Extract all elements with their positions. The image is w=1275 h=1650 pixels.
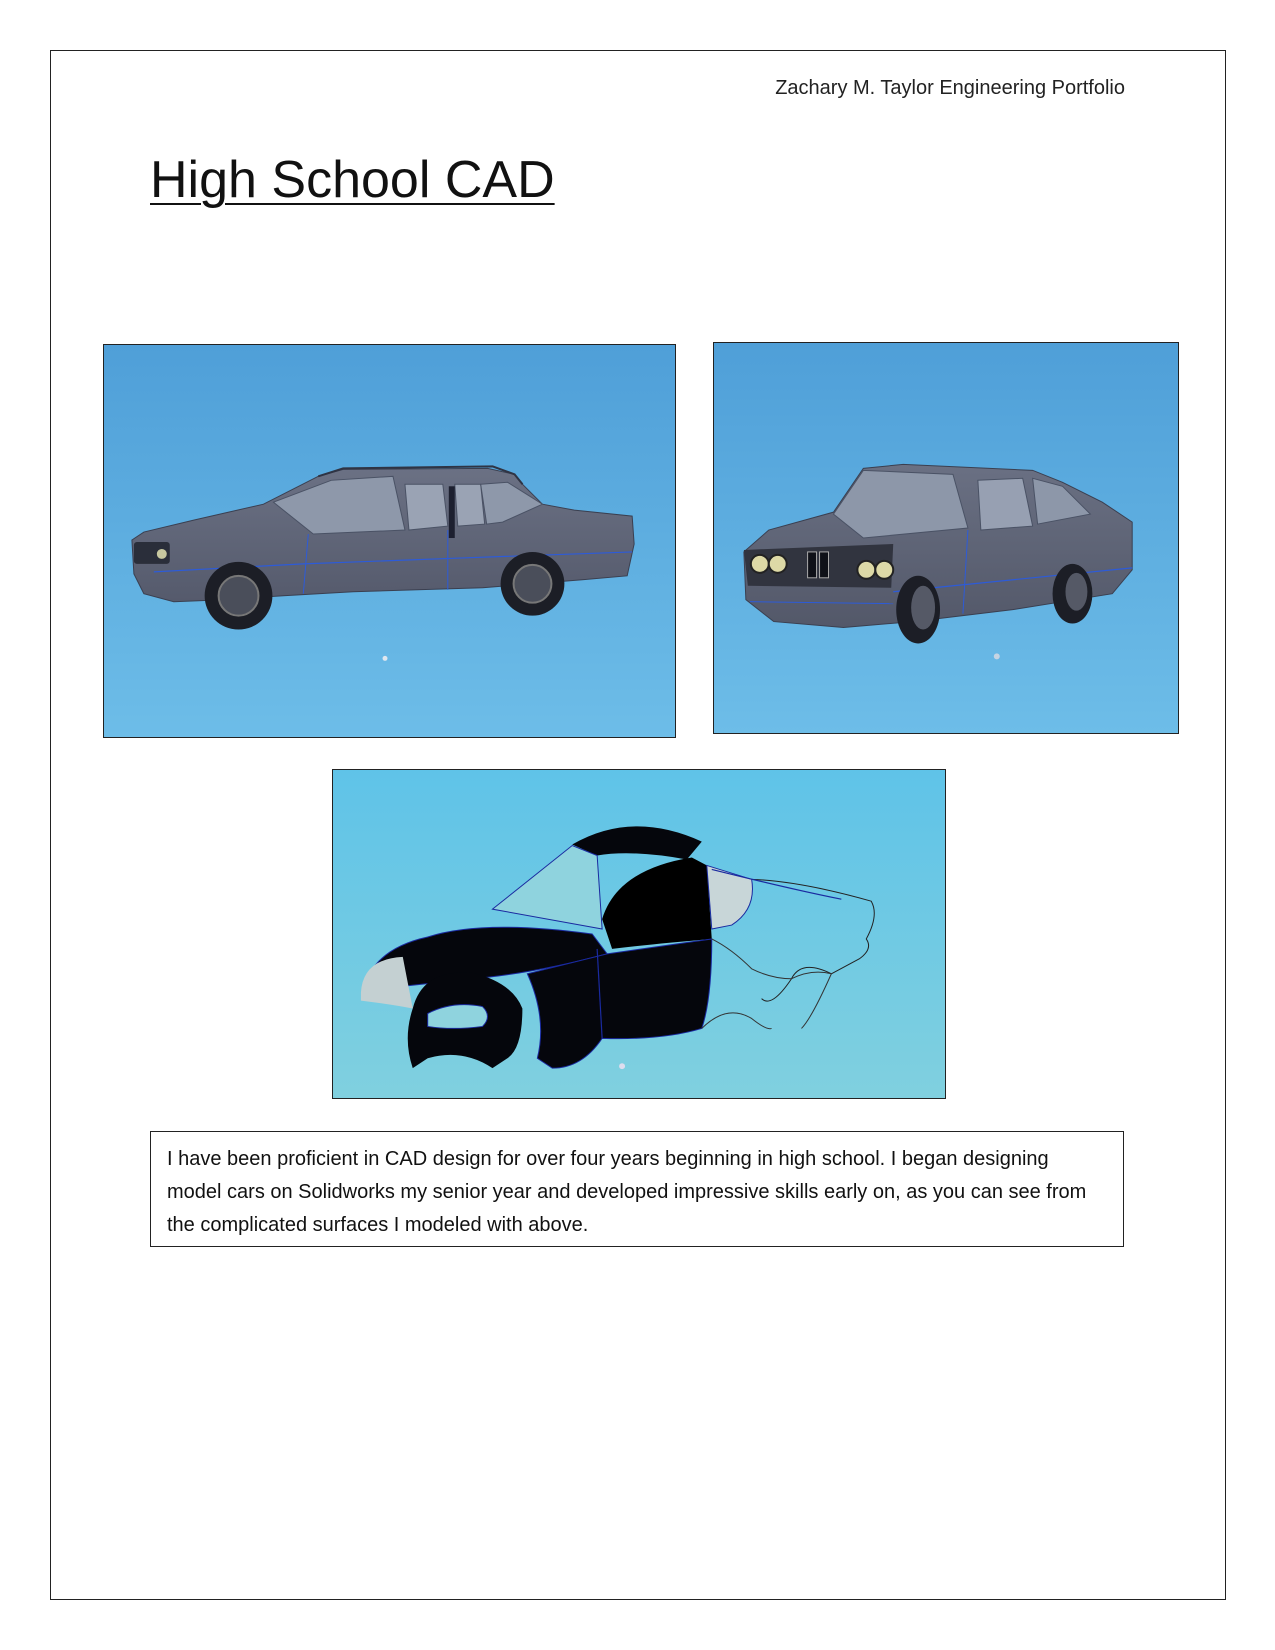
description-text-box: I have been proficient in CAD design for… xyxy=(150,1131,1124,1247)
page-title: High School CAD xyxy=(150,151,555,209)
description-text: I have been proficient in CAD design for… xyxy=(167,1148,1087,1236)
page-header: Zachary M. Taylor Engineering Portfolio xyxy=(775,77,1125,99)
sedan-front-view-image xyxy=(713,342,1179,734)
page-border xyxy=(50,50,1226,1600)
coupe-surface-model-image xyxy=(332,769,946,1099)
sedan-side-view-image xyxy=(103,344,676,738)
